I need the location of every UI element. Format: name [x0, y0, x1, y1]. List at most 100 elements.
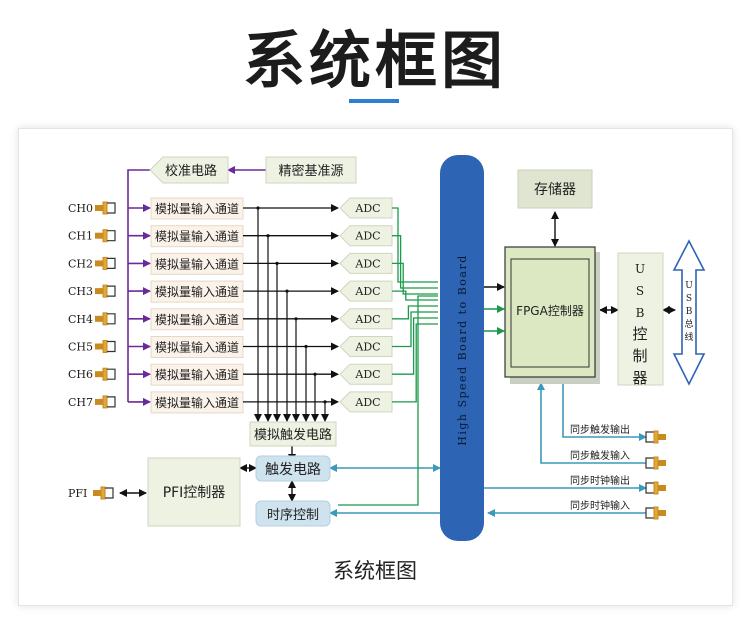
fpga-block: FPGA控制器 — [504, 246, 600, 384]
analog-input-channel-label: 模拟量输入通道 — [155, 395, 239, 410]
pfi-controller-label: PFI控制器 — [163, 485, 226, 501]
analog-trigger-block: 模拟触发电路 — [249, 421, 337, 447]
bnc-connector-icon — [645, 456, 666, 470]
bnc-connector-icon — [645, 506, 666, 520]
channel-label: CH7 — [68, 396, 93, 409]
adc-block — [339, 280, 393, 302]
channel-label: CH1 — [68, 230, 93, 243]
sync-io-label: 同步时钟输入 — [570, 499, 630, 512]
sync-io-item: 同步触发输出 — [570, 423, 666, 444]
analog-input-channel-label: 模拟量输入通道 — [155, 229, 239, 244]
bnc-connector-icon — [645, 481, 666, 495]
sync-io-label: 同步触发输出 — [570, 423, 630, 436]
adc-label: ADC — [354, 257, 380, 270]
timing-block: 时序控制 — [255, 500, 331, 527]
sync-io-label: 同步触发输入 — [570, 449, 630, 462]
sync-io-item: 同步触发输入 — [570, 449, 666, 470]
adc-block — [339, 363, 393, 385]
bnc-connector-icon — [95, 201, 116, 215]
page-title: 系统框图 — [242, 24, 507, 97]
usb-controller-char: 制 — [632, 347, 647, 365]
usb-controller-char: B — [636, 306, 645, 320]
bnc-connector-icon — [95, 256, 116, 270]
calibration-block: 校准电路 — [149, 156, 229, 184]
calibration-label: 校准电路 — [165, 163, 217, 179]
fpga-label: FPGA控制器 — [516, 304, 584, 318]
title-underline — [349, 99, 399, 103]
bnc-connector-icon — [95, 229, 116, 243]
sync-io-label: 同步时钟输出 — [570, 474, 630, 487]
usb-controller-char: S — [636, 284, 644, 298]
analog-input-channel-label: 模拟量输入通道 — [155, 201, 239, 216]
green-feed-line — [338, 295, 438, 506]
channel-label: CH0 — [68, 202, 93, 215]
adc-label: ADC — [354, 285, 380, 298]
usb-bus-char: 线 — [684, 331, 693, 343]
pfi-label: PFI — [68, 487, 87, 500]
channel-row-ch7: CH7 模拟量输入通道 ADC — [68, 323, 438, 422]
bnc-connector-icon — [95, 367, 116, 381]
adc-label: ADC — [354, 230, 380, 243]
analog-input-channel-label: 模拟量输入通道 — [155, 312, 239, 327]
channel-row-ch6: CH6 模拟量输入通道 ADC — [68, 317, 438, 422]
wiring — [127, 166, 676, 517]
trigger-label: 触发电路 — [265, 462, 321, 478]
adc-block — [339, 391, 393, 413]
usb-controller-char: 器 — [632, 369, 647, 387]
analog-trigger-label: 模拟触发电路 — [254, 427, 332, 443]
bnc-connector-icon — [95, 340, 116, 353]
analog-input-channel-label: 模拟量输入通道 — [155, 284, 239, 299]
channel-row-ch0: CH0 模拟量输入通道 ADC — [68, 197, 438, 422]
adc-block — [339, 308, 393, 330]
adc-block — [339, 197, 393, 219]
bnc-connector-icon — [95, 395, 116, 409]
adc-block — [339, 225, 393, 247]
channel-label: CH4 — [68, 313, 93, 326]
adc-label: ADC — [354, 396, 380, 409]
channel-label: CH6 — [68, 368, 93, 381]
analog-input-channel-label: 模拟量输入通道 — [155, 340, 239, 355]
analog-input-channel-label: 模拟量输入通道 — [155, 256, 239, 271]
timing-label: 时序控制 — [267, 508, 319, 523]
bnc-connector-icon — [95, 312, 116, 326]
bus-label: High Speed Board to Board — [456, 254, 469, 446]
adc-label: ADC — [354, 313, 380, 326]
usb-controller-char: U — [635, 262, 645, 276]
channel-row-ch3: CH3 模拟量输入通道 ADC — [68, 280, 438, 422]
adc-label: ADC — [354, 368, 380, 381]
adc-block — [339, 252, 393, 274]
trigger-block: 触发电路 — [255, 455, 331, 482]
channel-row-ch2: CH2 模拟量输入通道 ADC — [68, 252, 438, 422]
usb-bus-char: 总 — [684, 318, 693, 330]
pfi-controller-block: PFI控制器 — [147, 457, 241, 527]
usb-bus-char: U — [685, 281, 693, 291]
usb-bus-char: S — [686, 294, 692, 304]
channel-label: CH3 — [68, 285, 93, 298]
channel-row-ch5: CH5 模拟量输入通道 ADC — [68, 311, 438, 422]
adc-block — [339, 336, 393, 357]
bnc-connector-icon — [93, 486, 114, 500]
channel-row-ch1: CH1 模拟量输入通道 ADC — [68, 225, 438, 422]
precision-reference-label: 精密基准源 — [278, 163, 343, 179]
diagram-caption: 系统框图 — [333, 559, 417, 583]
storage-block: 存储器 — [517, 169, 593, 209]
usb-bus-char: B — [686, 307, 693, 317]
channel-row-ch4: CH4 模拟量输入通道 ADC — [68, 305, 438, 422]
bnc-connector-icon — [95, 284, 116, 298]
channel-label: CH2 — [68, 257, 93, 270]
usb-controller-char: 控 — [632, 325, 647, 343]
adc-label: ADC — [354, 341, 380, 354]
bnc-connector-icon — [645, 430, 666, 444]
high-speed-bus: High Speed Board to Board — [440, 155, 484, 541]
channel-label: CH5 — [68, 341, 93, 354]
precision-reference-block: 精密基准源 — [265, 156, 357, 184]
sync-io-item: 同步时钟输出 — [570, 474, 666, 495]
storage-label: 存储器 — [534, 182, 576, 198]
